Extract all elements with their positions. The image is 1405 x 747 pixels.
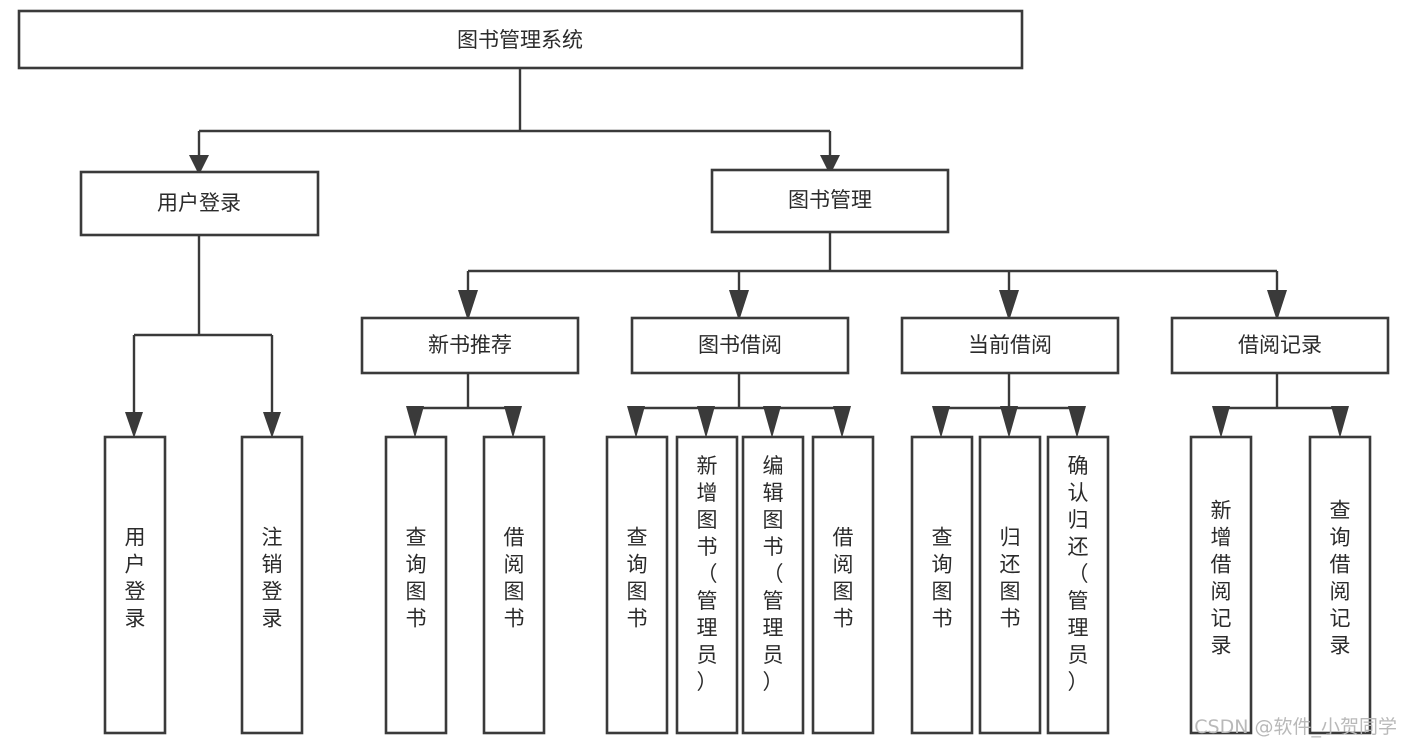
arrow-icon-user-login-leaf-1 — [125, 412, 143, 438]
leaf-node-borrowrecord-query[interactable]: 查询借阅记录 — [1308, 435, 1372, 735]
leaf-node-currentborrow-return-label: 归还图书 — [1000, 526, 1021, 631]
leaf-node-bookborrow-lend-label: 借阅图书 — [833, 526, 854, 631]
leaf-node-bookborrow-query[interactable]: 查询图书 — [605, 435, 669, 735]
leaf-node-newbook-borrow[interactable]: 借阅图书 — [482, 435, 546, 735]
node-user-login-label: 用户登录 — [157, 191, 241, 215]
arrow-icon-borrow-record-leaf-2 — [1331, 406, 1349, 438]
arrow-icon-current-borrow-leaf-3 — [1068, 406, 1086, 438]
leaf-node-currentborrow-query[interactable]: 查询图书 — [910, 435, 974, 735]
node-user-login[interactable]: 用户登录 — [79, 170, 320, 237]
arrow-icon-to-current-borrow — [999, 290, 1019, 321]
node-new-book-recommend-box[interactable] — [360, 316, 580, 375]
leaf-node-currentborrow-confirm-box[interactable] — [1046, 435, 1110, 735]
leaf-node-currentborrow-query-box[interactable] — [910, 435, 974, 735]
node-book-manage-label: 图书管理 — [788, 188, 872, 212]
node-book-manage-box[interactable] — [710, 168, 950, 234]
leaf-node-user-login-signin[interactable]: 用户登录 — [103, 435, 167, 735]
leaf-node-currentborrow-return[interactable]: 归还图书 — [978, 435, 1042, 735]
arrow-icon-to-new-book-recommend — [458, 290, 478, 321]
leaf-node-bookborrow-add-label: 新增图书（管理员） — [697, 454, 718, 694]
leaf-node-user-login-signout[interactable]: 注销登录 — [240, 435, 304, 735]
node-root-system[interactable]: 图书管理系统 — [17, 9, 1024, 70]
arrow-icon-book-borrow-leaf-3 — [763, 406, 781, 438]
leaf-node-bookborrow-lend[interactable]: 借阅图书 — [811, 435, 875, 735]
arrow-icon-new-book-leaf-1 — [406, 406, 424, 438]
node-current-borrow-box[interactable] — [900, 316, 1120, 375]
leaf-node-newbook-borrow-label: 借阅图书 — [504, 526, 525, 631]
leaf-node-user-login-signin-label: 用户登录 — [125, 526, 146, 631]
arrow-icon-to-borrow-record — [1267, 290, 1287, 321]
arrow-icon-to-user-login — [189, 155, 209, 175]
arrow-icon-book-borrow-leaf-2 — [697, 406, 715, 438]
leaf-node-currentborrow-confirm[interactable]: 确认归还（管理员） — [1046, 435, 1110, 735]
node-root-system-label: 图书管理系统 — [457, 28, 583, 52]
leaf-node-bookborrow-add-box[interactable] — [675, 435, 739, 735]
leaf-node-newbook-query[interactable]: 查询图书 — [384, 435, 448, 735]
arrow-icon-current-borrow-leaf-1 — [932, 406, 950, 438]
leaf-node-currentborrow-confirm-label: 确认归还（管理员） — [1068, 454, 1089, 694]
node-borrow-record-box[interactable] — [1170, 316, 1390, 375]
arrow-icon-book-borrow-leaf-1 — [627, 406, 645, 438]
arrowhead-layer — [125, 155, 1349, 438]
node-book-borrow[interactable]: 图书借阅 — [630, 316, 850, 375]
node-new-book-recommend[interactable]: 新书推荐 — [360, 316, 580, 375]
leaf-node-borrowrecord-query-label: 查询借阅记录 — [1330, 499, 1351, 658]
leaf-node-bookborrow-add[interactable]: 新增图书（管理员） — [675, 435, 739, 735]
leaf-node-currentborrow-query-label: 查询图书 — [932, 526, 953, 631]
leaf-node-borrowrecord-add-box[interactable] — [1189, 435, 1253, 735]
node-book-borrow-label: 图书借阅 — [698, 333, 782, 357]
leaf-node-newbook-borrow-box[interactable] — [482, 435, 546, 735]
leaf-node-borrowrecord-add[interactable]: 新增借阅记录 — [1189, 435, 1253, 735]
leaf-node-bookborrow-edit-box[interactable] — [741, 435, 805, 735]
leaf-node-newbook-query-label: 查询图书 — [406, 526, 427, 631]
arrow-icon-book-borrow-leaf-4 — [833, 406, 851, 438]
node-current-borrow[interactable]: 当前借阅 — [900, 316, 1120, 375]
arrow-icon-to-book-manage — [820, 155, 840, 175]
node-borrow-record-label: 借阅记录 — [1238, 333, 1322, 357]
node-new-book-recommend-label: 新书推荐 — [428, 333, 512, 357]
csdn-watermark: CSDN @软件_小贺同学 — [1194, 716, 1397, 738]
arrow-icon-to-book-borrow — [729, 290, 749, 321]
leaf-node-user-login-signout-label: 注销登录 — [262, 526, 283, 631]
node-borrow-record[interactable]: 借阅记录 — [1170, 316, 1390, 375]
node-root-system-box[interactable] — [17, 9, 1024, 70]
node-book-borrow-box[interactable] — [630, 316, 850, 375]
leaf-node-bookborrow-edit-label: 编辑图书（管理员） — [763, 454, 784, 694]
arrow-icon-user-login-leaf-2 — [263, 412, 281, 438]
leaf-node-currentborrow-return-box[interactable] — [978, 435, 1042, 735]
arrow-icon-borrow-record-leaf-1 — [1212, 406, 1230, 438]
leaf-node-user-login-signout-box[interactable] — [240, 435, 304, 735]
leaf-node-bookborrow-query-box[interactable] — [605, 435, 669, 735]
leaf-node-bookborrow-query-label: 查询图书 — [627, 526, 648, 631]
node-current-borrow-label: 当前借阅 — [968, 333, 1052, 357]
leaf-node-bookborrow-lend-box[interactable] — [811, 435, 875, 735]
arrow-icon-current-borrow-leaf-2 — [1000, 406, 1018, 438]
leaf-node-user-login-signin-box[interactable] — [103, 435, 167, 735]
leaf-node-newbook-query-box[interactable] — [384, 435, 448, 735]
leaf-node-borrowrecord-query-box[interactable] — [1308, 435, 1372, 735]
leaf-node-borrowrecord-add-label: 新增借阅记录 — [1211, 499, 1232, 658]
node-book-manage[interactable]: 图书管理 — [710, 168, 950, 234]
leaf-node-bookborrow-edit[interactable]: 编辑图书（管理员） — [741, 435, 805, 735]
arrow-icon-new-book-leaf-2 — [504, 406, 522, 438]
node-user-login-box[interactable] — [79, 170, 320, 237]
